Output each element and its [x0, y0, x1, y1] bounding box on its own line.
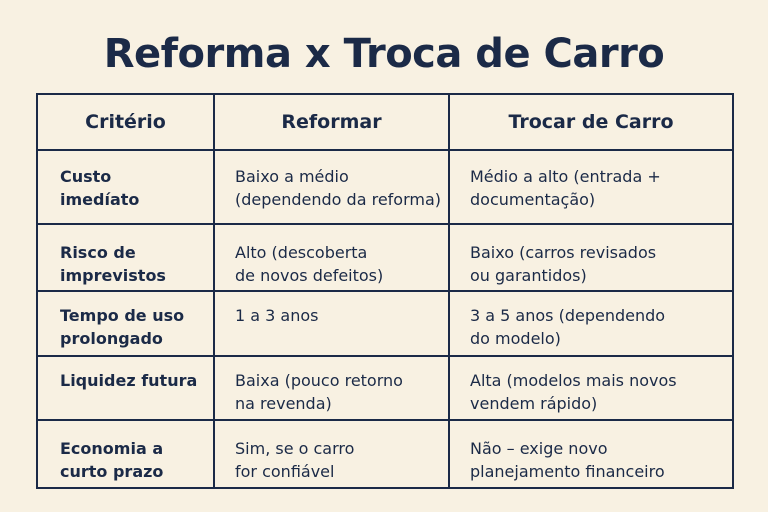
trocar-value: Não – exige novo planejamento financeiro	[470, 439, 665, 481]
table-cell: 1 a 3 anos	[213, 290, 450, 357]
reformar-value: Baixo a médio (dependendo da reforma)	[235, 167, 442, 209]
reformar-value: Sim, se o carro for confiável	[235, 439, 355, 481]
table-cell: Sim, se o carro for confiável	[213, 419, 450, 489]
criterion-label: Economia a curto prazo	[60, 439, 164, 481]
table-cell: Médio a alto (entrada + documentação)	[448, 149, 734, 225]
reformar-value: Alto (descoberta de novos defeitos)	[235, 243, 384, 285]
table-cell: Baixo a médio (dependendo da reforma)	[213, 149, 450, 225]
header-reformar: Reformar	[213, 93, 450, 151]
table-row: Liquidez futura Baixa (pouco retorno na …	[36, 355, 734, 421]
table-cell: Alta (modelos mais novos vendem rápido)	[448, 355, 734, 421]
table-cell: Baixo (carros revisados ou garantidos)	[448, 223, 734, 292]
table-cell: Tempo de uso prolongado	[36, 290, 215, 357]
table-row: Economia a curto prazo Sim, se o carro f…	[36, 419, 734, 489]
trocar-value: Médio a alto (entrada + documentação)	[470, 167, 661, 209]
table-cell: Liquidez futura	[36, 355, 215, 421]
criterion-label: Custo imedíato	[60, 167, 140, 209]
trocar-value: Baixo (carros revisados ou garantidos)	[470, 243, 657, 285]
table-row: Custo imedíato Baixo a médio (dependendo…	[36, 149, 734, 225]
table-cell: Não – exige novo planejamento financeiro	[448, 419, 734, 489]
table-cell: Alto (descoberta de novos defeitos)	[213, 223, 450, 292]
reformar-value: Baixa (pouco retorno na revenda)	[235, 371, 403, 413]
table-cell: Economia a curto prazo	[36, 419, 215, 489]
page-title: Reforma x Troca de Carro	[103, 31, 665, 77]
table-row: Risco de imprevistos Alto (descoberta de…	[36, 223, 734, 292]
header-trocar: Trocar de Carro	[448, 93, 734, 151]
table-cell: Custo imedíato	[36, 149, 215, 225]
table-cell: Baixa (pouco retorno na revenda)	[213, 355, 450, 421]
header-criterio: Critério	[36, 93, 215, 151]
comparison-table: Critério Reformar Trocar de Carro Custo …	[36, 93, 734, 489]
criterion-label: Tempo de uso prolongado	[60, 306, 185, 348]
trocar-value: 3 a 5 anos (dependendo do modelo)	[470, 306, 666, 348]
table-row: Tempo de uso prolongado 1 a 3 anos 3 a 5…	[36, 290, 734, 357]
trocar-value: Alta (modelos mais novos vendem rápido)	[470, 371, 677, 413]
criterion-label: Liquidez futura	[60, 371, 198, 390]
criterion-label: Risco de imprevistos	[60, 243, 166, 285]
table-header-row: Critério Reformar Trocar de Carro	[36, 93, 734, 151]
table-cell: Risco de imprevistos	[36, 223, 215, 292]
table-cell: 3 a 5 anos (dependendo do modelo)	[448, 290, 734, 357]
reformar-value: 1 a 3 anos	[235, 306, 319, 325]
